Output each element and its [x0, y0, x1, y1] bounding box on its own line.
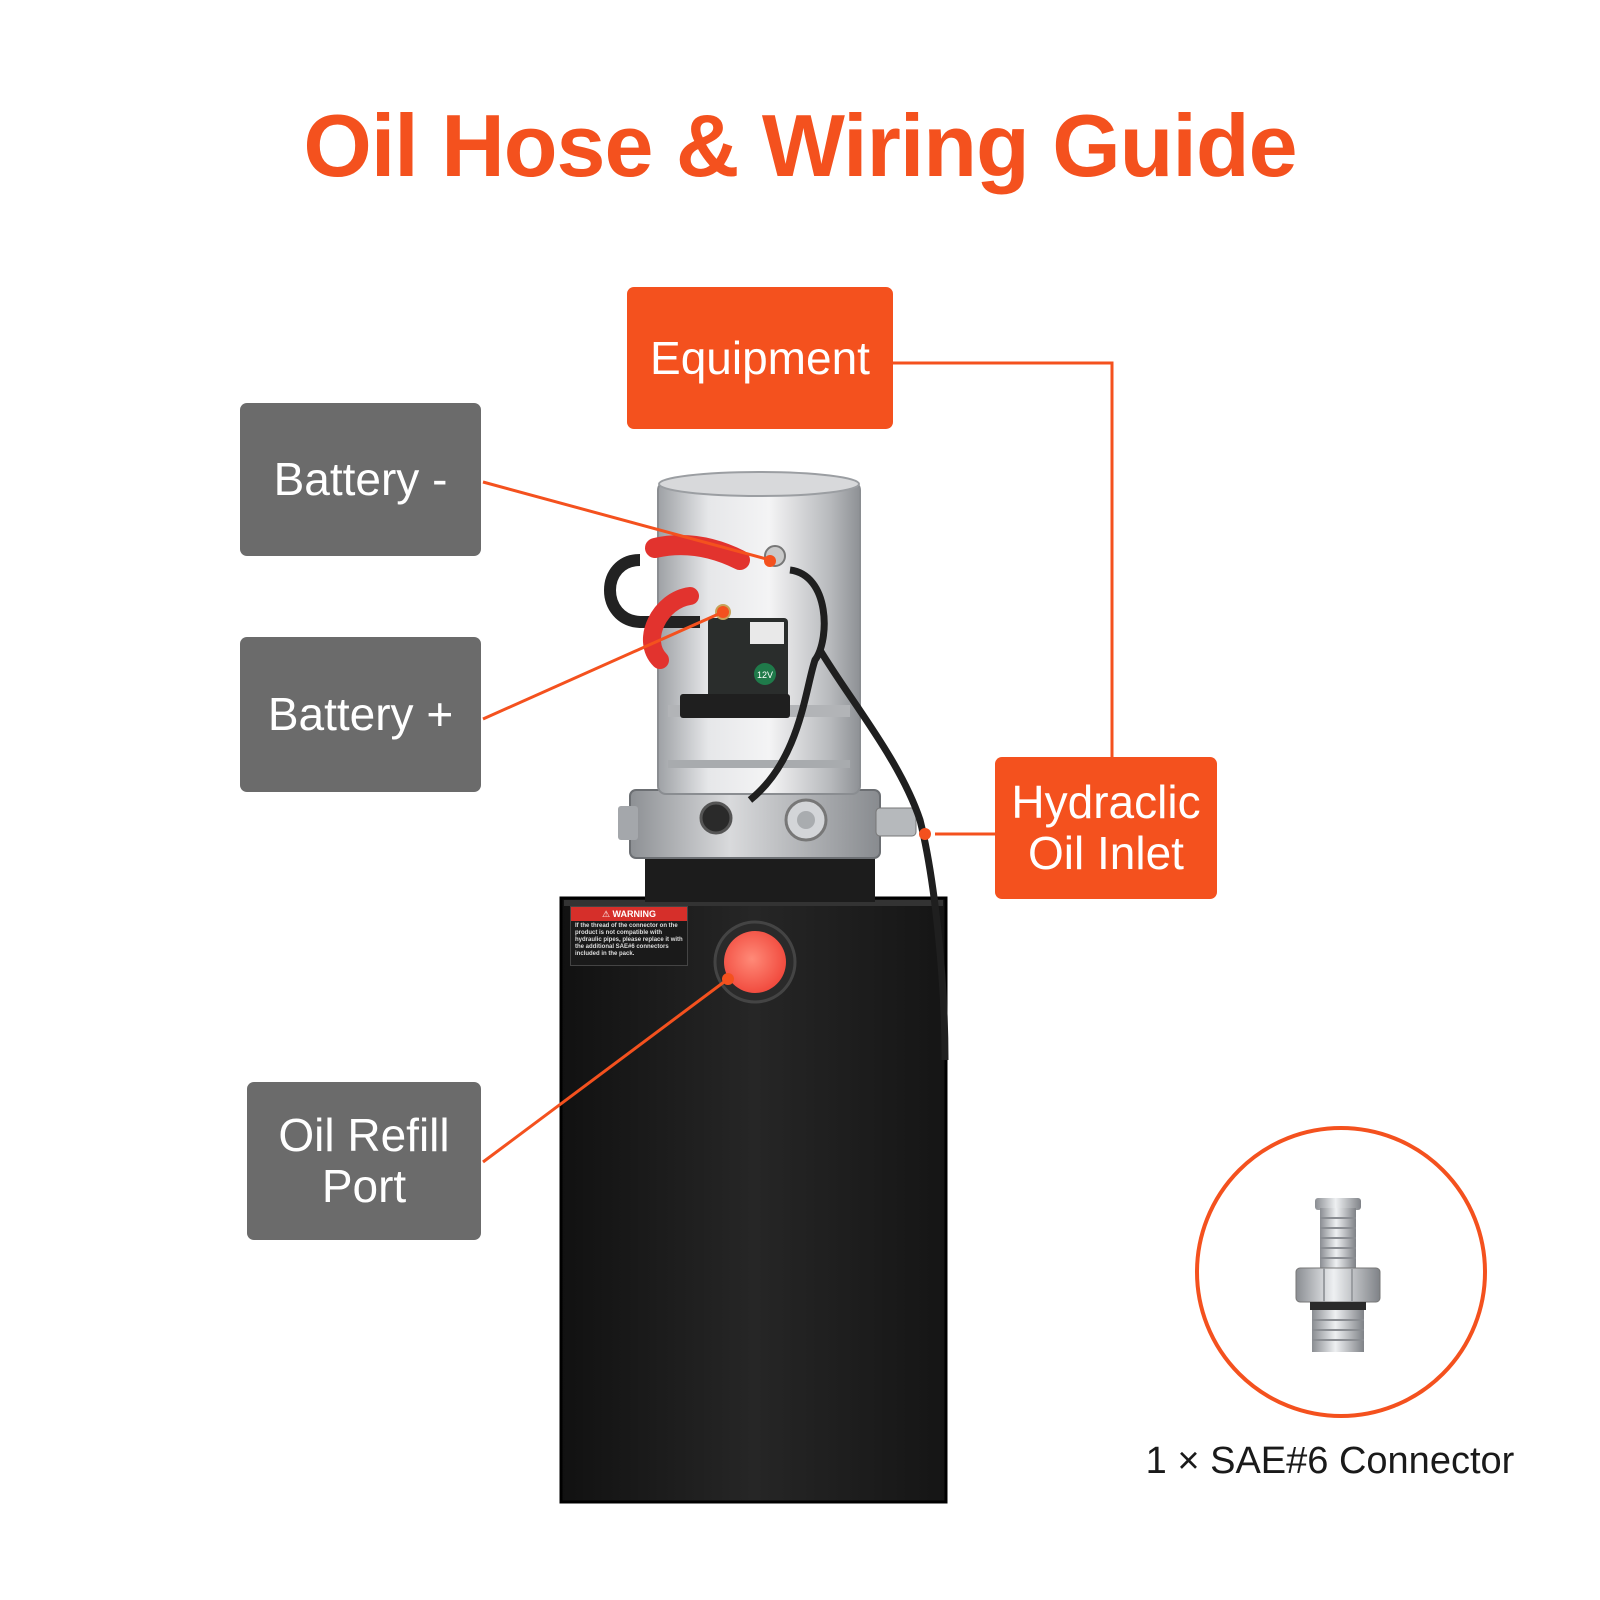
battery-positive-label: Battery +	[267, 688, 454, 741]
warning-label: ⚠ WARNING If the thread of the connector…	[570, 906, 688, 966]
connector-caption: 1 × SAE#6 Connector	[1145, 1440, 1515, 1482]
warning-text: If the thread of the connector on the pr…	[575, 923, 683, 957]
leader-lines	[482, 361, 1114, 1164]
oil-refill-cap	[713, 920, 797, 1004]
warning-heading: ⚠ WARNING	[571, 907, 687, 922]
oil-refill-callout: Oil Refill Port	[247, 1082, 481, 1240]
motor-voltage-badge: 12V	[757, 670, 773, 680]
hydraulic-inlet-callout: Hydraclic Oil Inlet	[995, 757, 1217, 899]
battery-negative-label: Battery -	[273, 453, 448, 506]
connector-inset	[1195, 1126, 1487, 1418]
battery-positive-callout: Battery +	[240, 637, 481, 792]
leader-endpoints	[717, 555, 931, 985]
pump-base	[618, 789, 917, 902]
page-title: Oil Hose & Wiring Guide	[303, 96, 1297, 195]
battery-cables	[604, 535, 949, 1061]
battery-negative-callout: Battery -	[240, 403, 481, 556]
solenoid: 12V	[680, 618, 790, 718]
equipment-callout: Equipment	[627, 287, 893, 429]
sae6-connector-icon	[1295, 1198, 1381, 1352]
equipment-label: Equipment	[650, 331, 870, 384]
hydraulic-inlet-label: Hydraclic Oil Inlet	[1011, 776, 1201, 879]
oil-refill-label: Oil Refill Port	[278, 1109, 450, 1212]
